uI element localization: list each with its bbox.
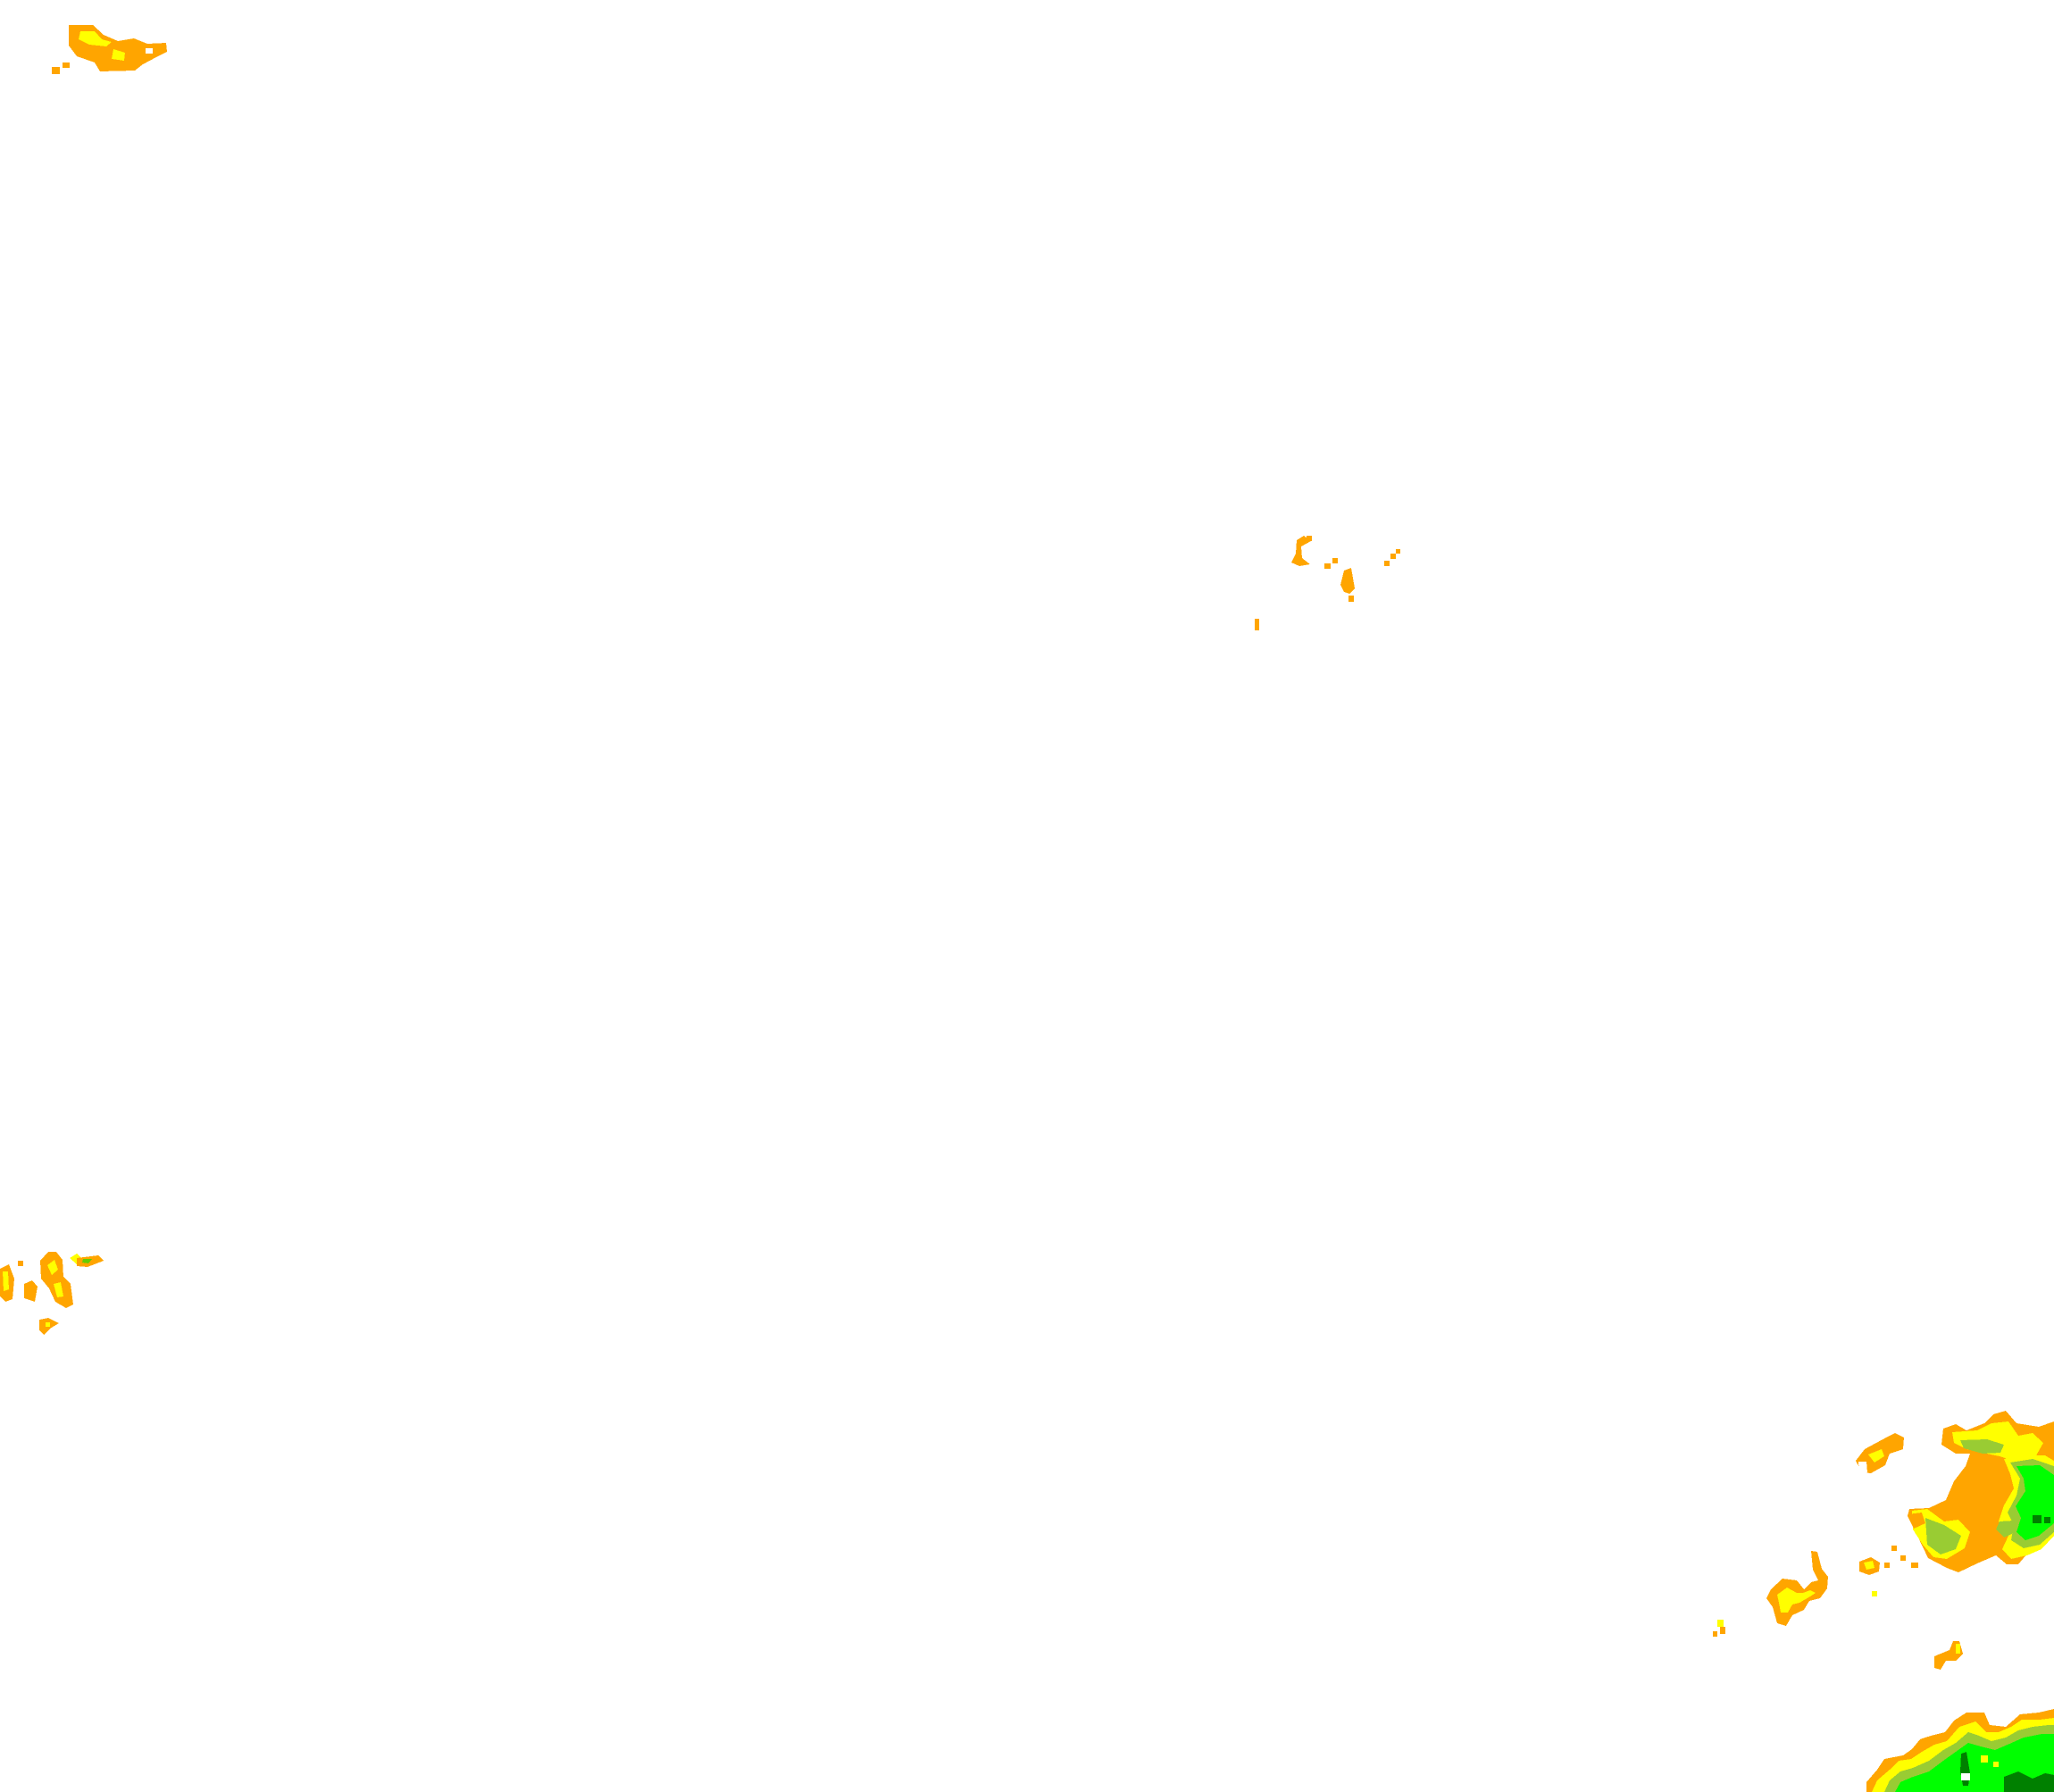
precip-cluster-northwest	[52, 25, 167, 74]
precip-cluster-southeast-lower	[1866, 1709, 2054, 1792]
precip-cluster-west	[0, 1252, 104, 1335]
precip-cluster-southeast-upper	[1713, 1411, 2054, 1670]
precip-cluster-central	[1255, 536, 1400, 630]
